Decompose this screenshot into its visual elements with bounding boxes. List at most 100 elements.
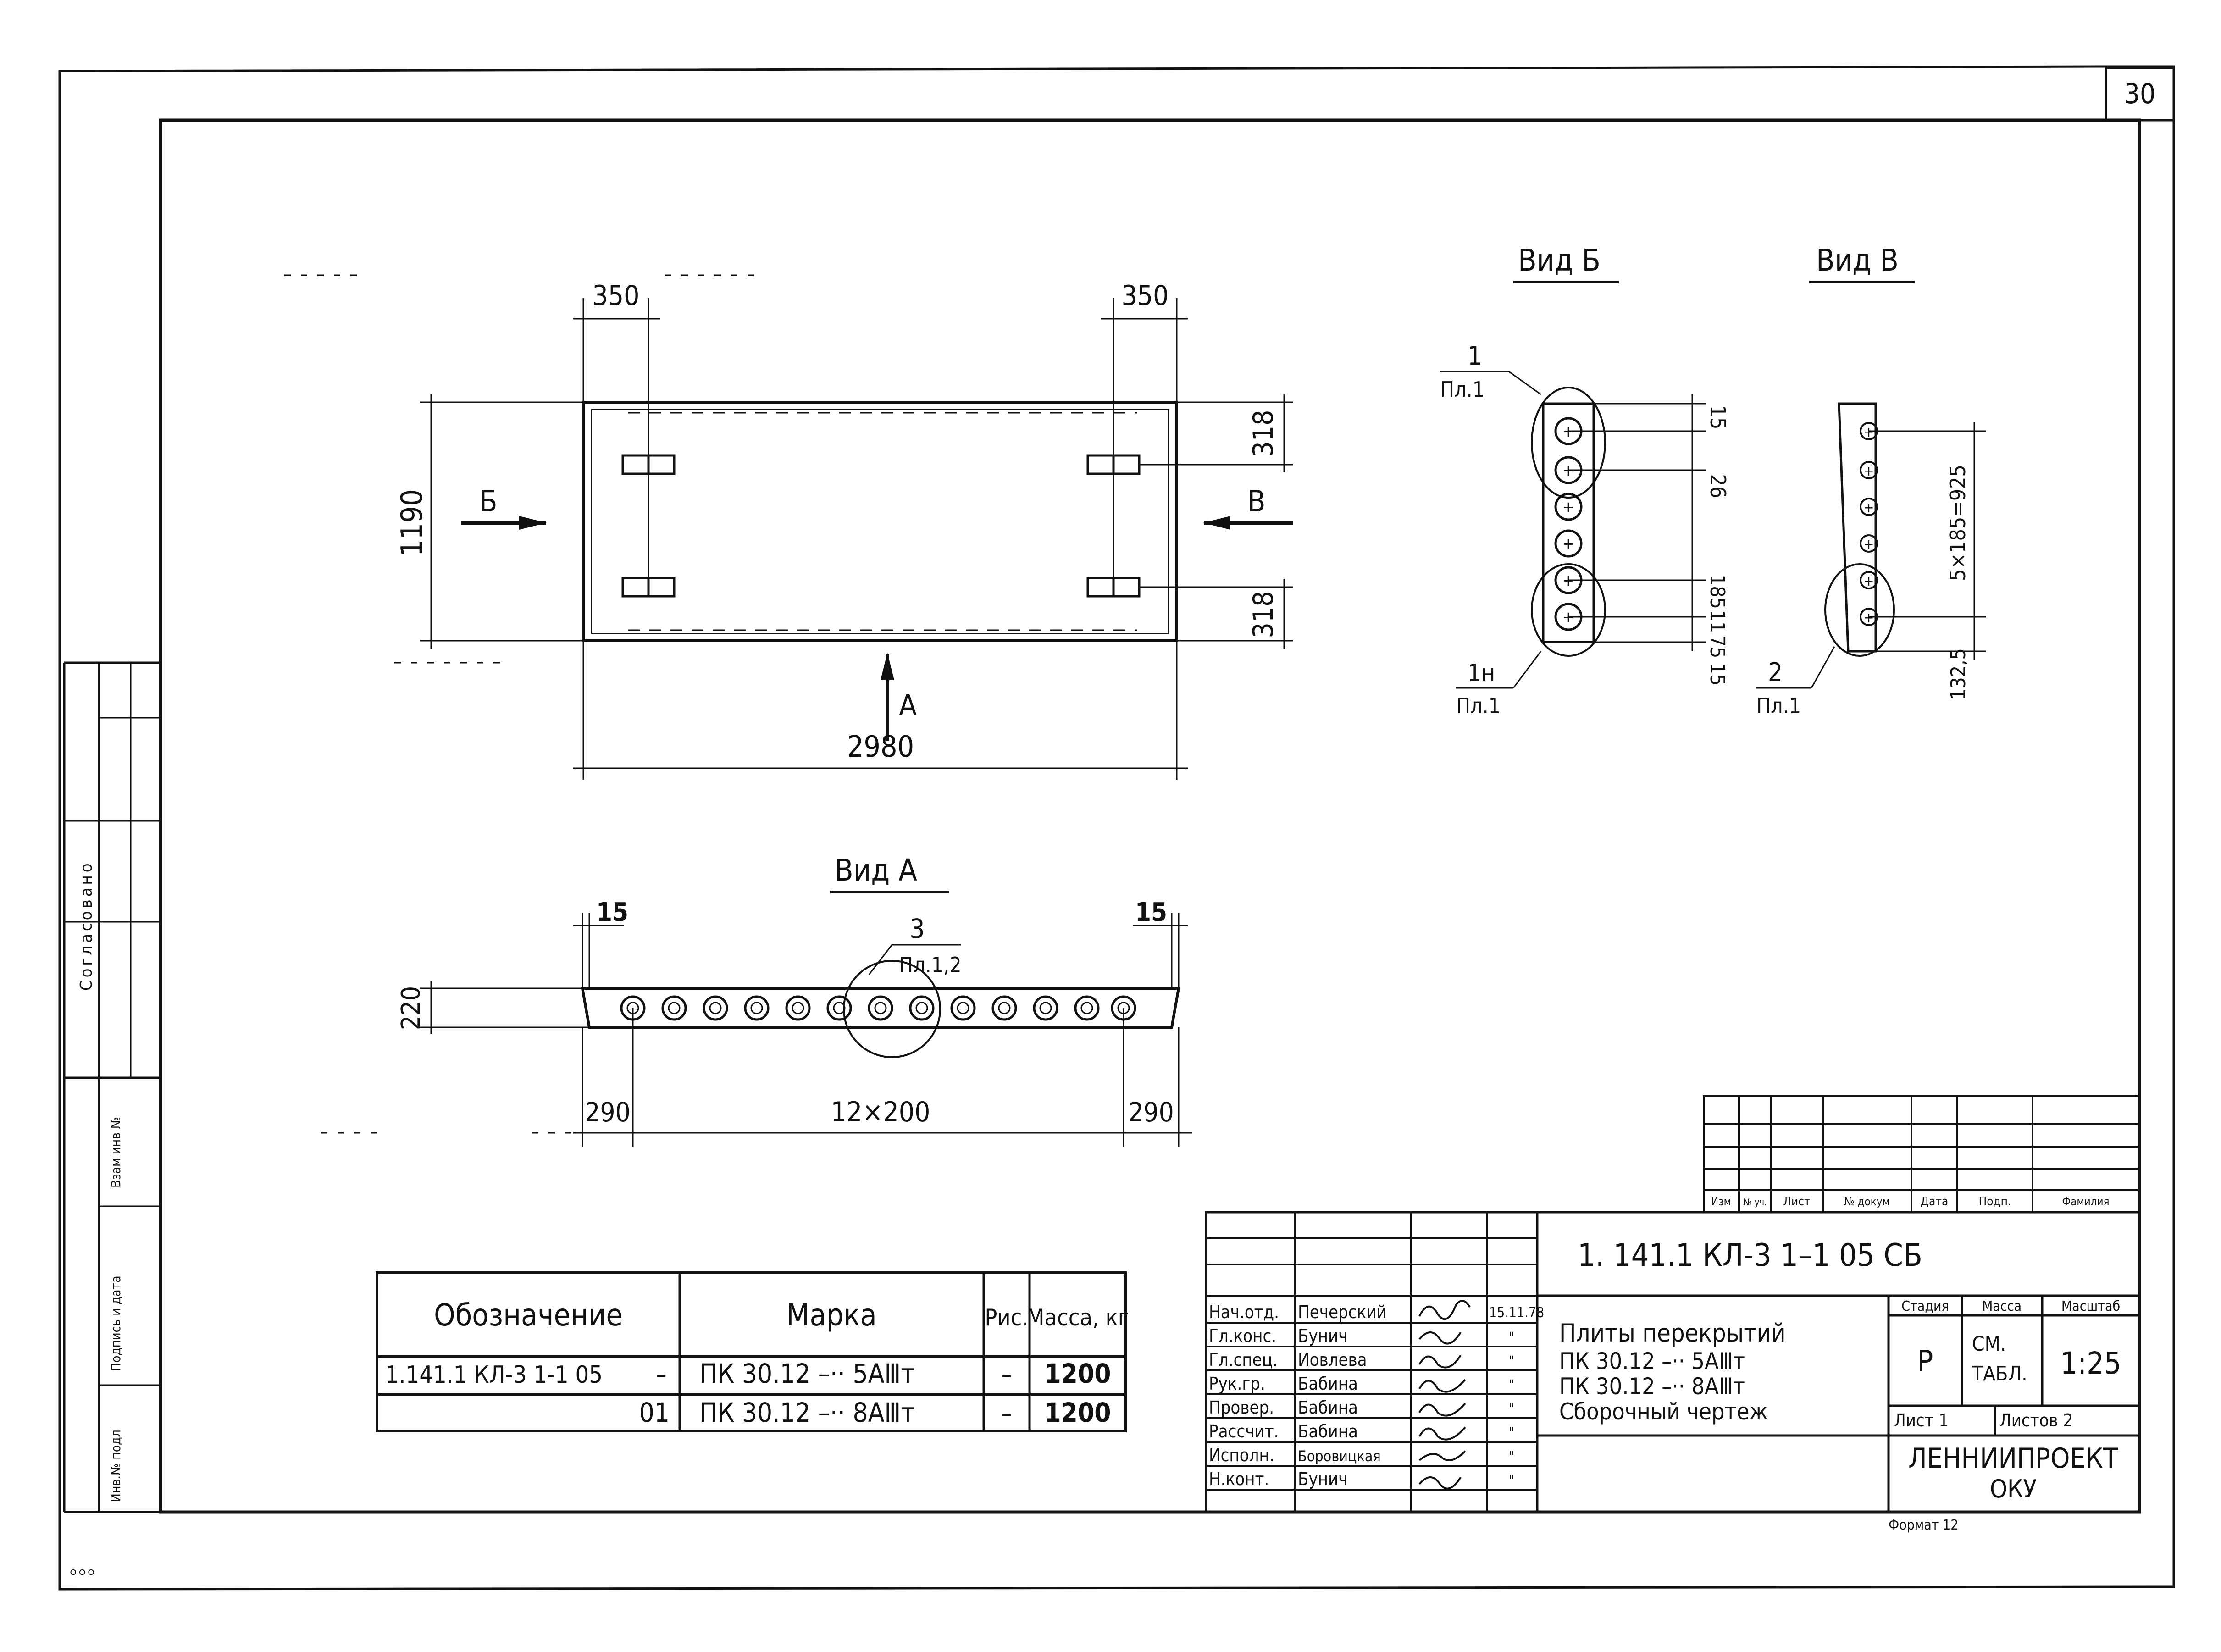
dim-a-15-left: 15 [596, 898, 628, 927]
dim-v-132: 132,5 [1947, 648, 1970, 700]
dim-a-220: 220 [396, 986, 426, 1030]
signer-role: Гл.спец. [1209, 1350, 1278, 1370]
signer-name: Бунич [1298, 1326, 1347, 1346]
signer-date: " [1509, 1473, 1514, 1489]
slab-end-section [1542, 402, 1595, 643]
sheet-number-box [2105, 67, 2175, 122]
svg-text:+: + [1562, 535, 1574, 553]
callout-1n-number: 1н [1468, 660, 1495, 687]
hollow-cores [620, 995, 1136, 1021]
plan-view: 350 350 1190 318 318 2980 Б В А [284, 274, 1293, 1134]
spec-row-1-mark: ПК 30.12 –·· 5АⅢт [699, 1358, 915, 1389]
svg-text:+: + [1562, 498, 1574, 516]
sheets-label: Листов 2 [1999, 1410, 2073, 1430]
sheet-label: Лист 1 [1894, 1410, 1949, 1430]
dim-b-15-top: 15 [1706, 405, 1730, 430]
sheet-frames: 30 ⸰⸰⸰ [58, 65, 2175, 1591]
signer-name: Бабина [1298, 1397, 1358, 1418]
agreed-label: Согласовано [77, 860, 96, 991]
org-name: ЛЕННИИПРОЕКТ [1908, 1442, 2119, 1475]
svg-text:+: + [1864, 463, 1874, 479]
view-a: Вид А 3 Пл.1,2 15 15 [396, 853, 1192, 1147]
title-line-1: Плиты перекрытий [1559, 1319, 1786, 1347]
dim-350-left: 350 [592, 280, 639, 312]
spec-header-designation: Обозначение [434, 1297, 623, 1333]
callout-3-sheet: Пл.1,2 [899, 953, 962, 977]
signer-role: Провер. [1209, 1397, 1274, 1418]
dim-a-290-right: 290 [1128, 1097, 1174, 1128]
dim-350-right: 350 [1121, 280, 1169, 312]
view-v: Вид В + + + + + + 2 Пл.1 5×185=925 132,5 [1756, 243, 1986, 718]
signer-role: Н.конт. [1209, 1469, 1269, 1489]
signer-role: Нач.отд. [1209, 1302, 1279, 1322]
callout-2-number: 2 [1768, 658, 1783, 687]
svg-text:+: + [1864, 424, 1874, 440]
inv-orig-label: Инв.№ подл [108, 1430, 123, 1502]
svg-text:+: + [1864, 537, 1874, 553]
signer-date: " [1509, 1377, 1514, 1393]
dim-a-290-left: 290 [585, 1097, 631, 1128]
spec-row-2-fig: – [1001, 1400, 1012, 1428]
arrow-label-b: Б [479, 485, 498, 519]
signer-name: Иовлева [1298, 1350, 1367, 1370]
slab-edge-marks [628, 412, 1137, 631]
view-v-title: Вид В [1816, 243, 1899, 278]
callout-2-sheet: Пл.1 [1756, 693, 1801, 718]
title-block: Изм № уч. Лист № докум Дата Подп. Фамили… [1205, 1095, 2141, 1533]
ref-inv-label: Взам инв № [108, 1117, 123, 1188]
dim-318-bottom: 318 [1247, 591, 1279, 638]
signer-name: Боровицкая [1298, 1447, 1381, 1465]
signer-date: 15.11.78 [1489, 1305, 1544, 1321]
spec-row-1-mass: 1200 [1044, 1358, 1111, 1389]
dim-b-15-bottom: 15 [1706, 663, 1729, 686]
dim-a-15-right: 15 [1135, 898, 1167, 927]
rev-header-date: Дата [1921, 1195, 1949, 1209]
svg-text:+: + [1864, 610, 1874, 626]
view-b-title: Вид Б [1518, 243, 1601, 278]
rev-header-name: Фамилия [2062, 1195, 2110, 1208]
rev-header-uch: № уч. [1743, 1197, 1767, 1208]
title-line-4: Сборочный чертеж [1559, 1398, 1768, 1425]
signer-date: " [1509, 1401, 1514, 1417]
dim-b-26: 26 [1706, 474, 1730, 499]
signer-role: Гл.конс. [1209, 1326, 1276, 1346]
title-line-3: ПК 30.12 –·· 8АⅢт [1559, 1373, 1745, 1400]
dim-b-75: 75 [1706, 635, 1729, 658]
signer-name: Бабина [1298, 1374, 1358, 1394]
stamp-mark: ⸰⸰⸰ [69, 1563, 95, 1582]
callout-1n-sheet: Пл.1 [1456, 693, 1501, 718]
signers: Нач.отд. Печерский 15.11.78 Гл.конс. Бун… [1209, 1302, 1544, 1489]
signer-date: " [1509, 1330, 1514, 1346]
mass-label: Масса [1982, 1298, 2022, 1314]
spec-row-2-mark: ПК 30.12 –·· 8АⅢт [699, 1397, 915, 1428]
rev-header-list: Лист [1783, 1195, 1810, 1209]
signer-date: " [1509, 1425, 1514, 1441]
signer-name: Бунич [1298, 1469, 1347, 1489]
spec-header-fig: Рис. [985, 1304, 1028, 1331]
title-line-2: ПК 30.12 –·· 5АⅢт [1559, 1348, 1745, 1375]
spec-table: Обозначение Марка Рис. Масса, кг 1.141.1… [376, 1271, 1129, 1432]
signature-marks [1418, 1300, 1471, 1490]
dim-2980: 2980 [847, 730, 914, 764]
view-a-title: Вид А [835, 853, 917, 888]
signer-name: Печерский [1298, 1302, 1387, 1322]
mass-value-1: СМ. [1972, 1332, 2006, 1356]
signer-date: " [1509, 1353, 1514, 1369]
sheet-number: 30 [2124, 78, 2156, 110]
lifting-loop [621, 454, 1141, 598]
view-b: Вид Б + + + + + + 1 Пл.1 1н Пл.1 [1440, 243, 1730, 718]
signature-date-label: Подпись и дата [108, 1275, 123, 1371]
arrow-label-v: В [1247, 485, 1266, 519]
dim-318-top: 318 [1247, 410, 1279, 457]
callout-1-number: 1 [1468, 341, 1482, 371]
mass-value-2: ТАБЛ. [1972, 1362, 2027, 1386]
slab-outline [582, 401, 1178, 642]
signer-role: Исполн. [1209, 1445, 1274, 1465]
spec-row-1-designation: 1.141.1 КЛ-3 1-1 05 [385, 1361, 603, 1389]
svg-text:+: + [1864, 500, 1874, 516]
signer-date: " [1509, 1449, 1514, 1465]
signer-name: Бабина [1298, 1421, 1358, 1441]
inner-frame [159, 118, 2141, 1514]
arrow-label-a: А [899, 689, 917, 723]
